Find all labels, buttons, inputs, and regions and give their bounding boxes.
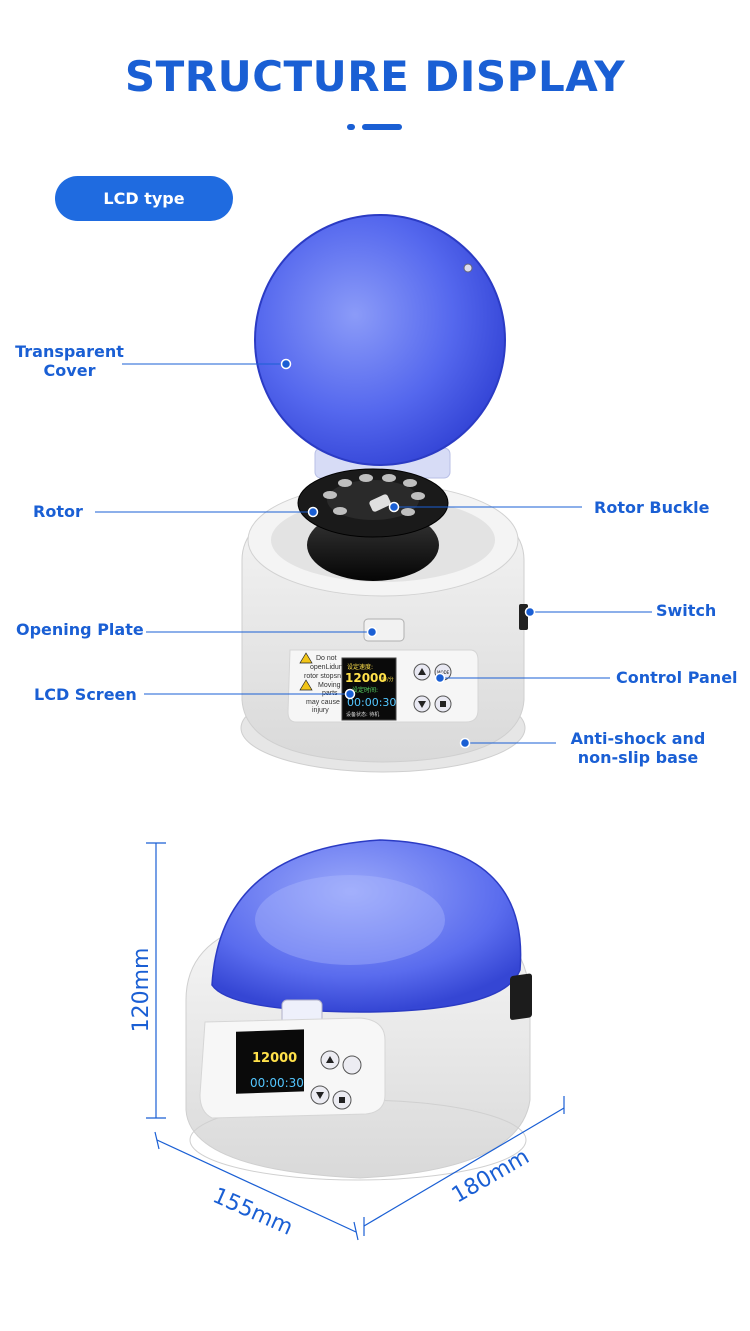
up-arrow-icon [418,668,426,675]
page-title: STRUCTURE DISPLAY [124,52,626,101]
closed-dome-highlight [255,875,445,965]
label-transparent-cover: Transparent Cover [12,342,127,380]
dimension-height-label: 120mm [129,948,154,1033]
dimension-lines [146,842,565,1241]
device-open-view: Do not openLiduntil rotor stopsn Moving … [240,214,528,773]
lcd-status-line: 设备状态: 待机 [346,711,379,718]
label-control-panel: Control Panel [616,668,738,687]
label-base-line1: Anti-shock and [570,729,706,748]
callout-dots [280,358,536,749]
label-base: Anti-shock and non-slip base [563,729,713,767]
warning-triangle-icon [299,652,313,691]
cover-screw [463,263,473,273]
closed-lcd-speed-value: 12000 [252,1051,297,1066]
dimension-width-label: 155mm [209,1183,297,1240]
lcd-speed-caption: 设定速度: [347,663,373,671]
lcd-time-value: 00:00:30 [347,696,396,709]
label-transparent-cover-line2: Cover [43,361,96,380]
closed-lcd-screen [236,1029,304,1094]
warning-line-2: openLiduntil [310,664,348,671]
label-rotor: Rotor [33,502,83,521]
rotor-tube-holes [323,474,425,516]
warning-line-3: rotor stopsn [304,673,341,680]
label-lcd-screen: LCD Screen [34,685,137,704]
mode-button-label: MODE [437,670,450,675]
label-rotor-buckle: Rotor Buckle [594,498,710,517]
stop-square-icon [440,701,446,707]
lcd-time-caption: 设定时间: [352,686,378,694]
warning-line-4: Moving [318,682,341,689]
callout-lines [95,363,652,744]
warning-line-1: Do not [316,655,337,662]
lcd-speed-value: 12000 [345,671,387,685]
rotor-buckle [369,494,391,512]
closed-control-buttons [310,1050,362,1110]
power-switch [519,604,528,630]
label-transparent-cover-line1: Transparent [15,342,124,361]
device-closed-view: 12000 00:00:30 [185,839,532,1181]
title-decoration-bar [362,124,402,130]
closed-power-socket [510,973,532,1020]
closed-lcd-time-value: 00:00:30 [250,1076,304,1090]
label-switch: Switch [656,601,717,620]
warning-line-6: may cause [306,699,340,706]
control-panel: MODE [413,663,452,713]
warning-line-7: injury [312,707,329,714]
lcd-speed-unit: 转/分 [382,676,394,683]
down-arrow-icon [418,701,426,708]
label-opening-plate: Opening Plate [16,620,144,639]
lcd-type-badge: LCD type [55,176,233,221]
transparent-cover [254,214,506,466]
title-decoration-dot [347,124,355,130]
label-base-line2: non-slip base [577,748,699,767]
